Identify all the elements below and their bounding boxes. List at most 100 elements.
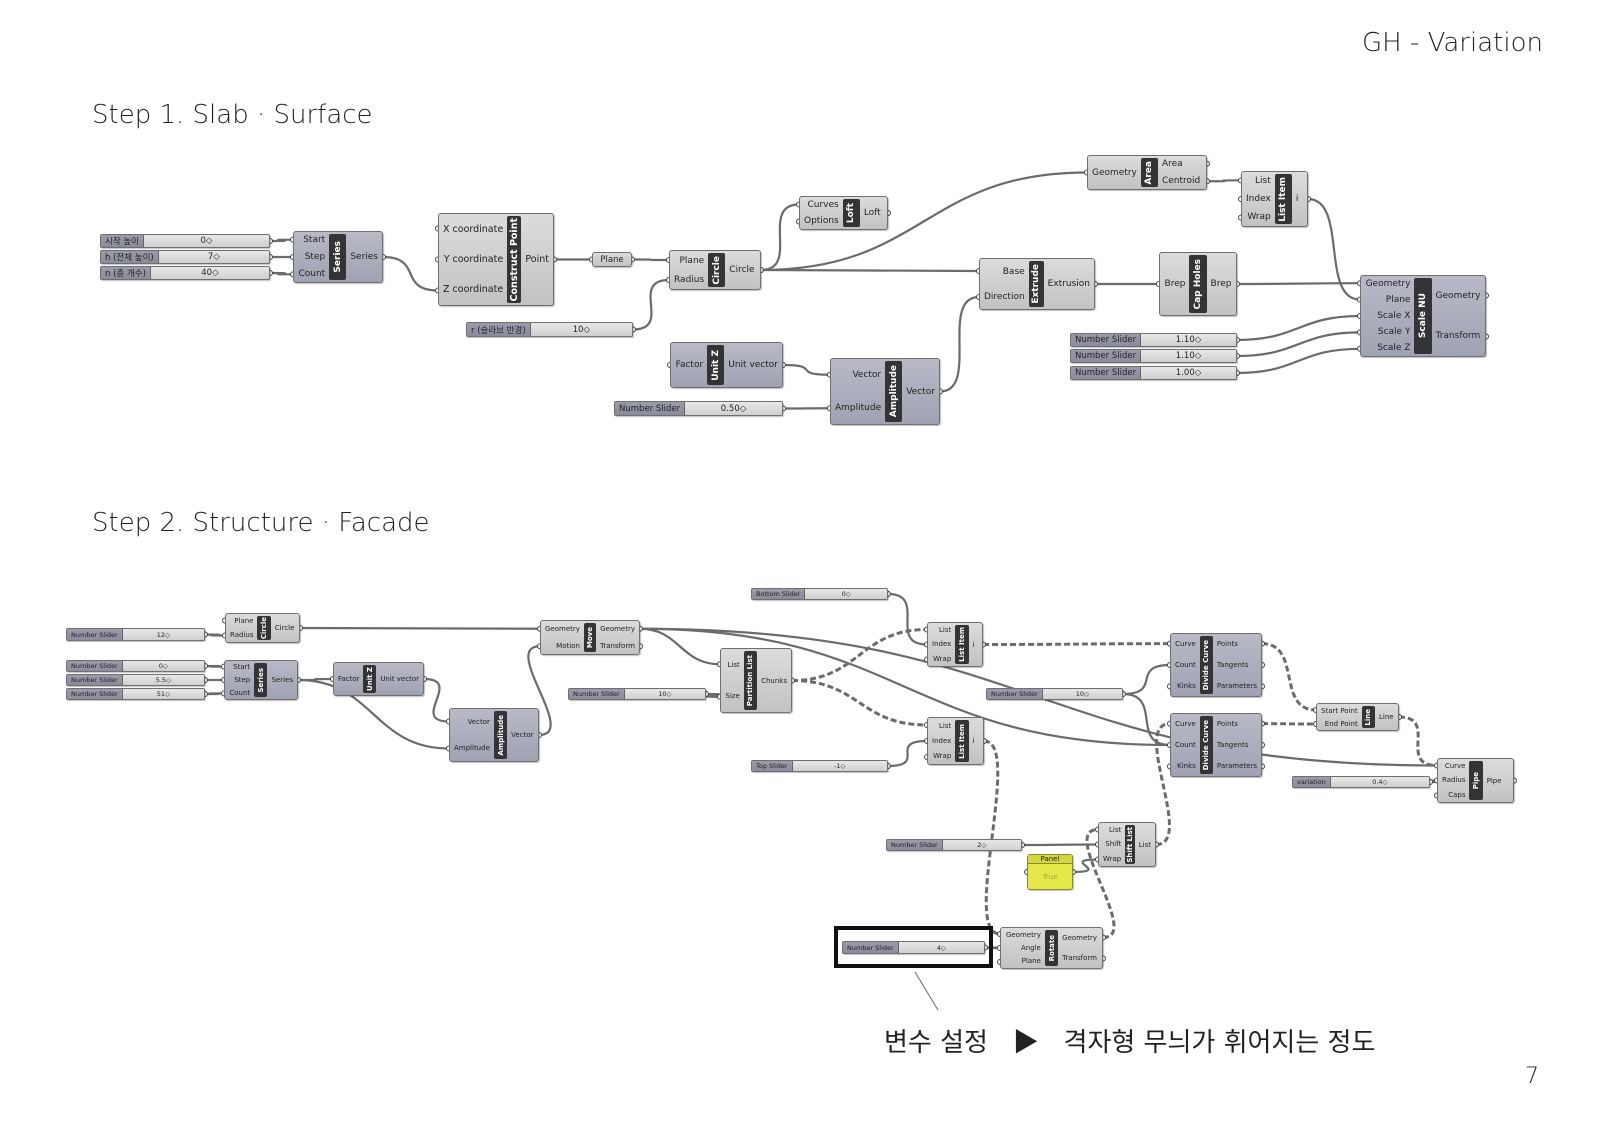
slider-grip-icon[interactable]: ◇ xyxy=(165,630,170,639)
number-slider[interactable]: Top Slider-1 ◇ xyxy=(751,760,888,772)
slider-grip-icon[interactable]: ◇ xyxy=(940,943,946,952)
slider-grip-icon[interactable]: ◇ xyxy=(205,236,213,246)
slider-track[interactable]: 5.5 ◇ xyxy=(122,675,204,685)
slider-grip-icon[interactable]: ◇ xyxy=(162,662,168,670)
slider-grip-icon[interactable]: ◇ xyxy=(845,590,851,598)
input-param-label: Wrap xyxy=(933,752,952,761)
slider-grip-icon[interactable]: ◇ xyxy=(583,324,590,335)
slider-track[interactable]: 2 ◇ xyxy=(942,840,1021,850)
slider-label: Number Slider xyxy=(887,840,943,850)
number-slider[interactable]: r (슬라브 반경)10 ◇ xyxy=(466,322,633,337)
highlight-box xyxy=(834,926,993,968)
slider-grip-icon[interactable]: ◇ xyxy=(666,690,672,698)
number-slider[interactable]: n (층 개수)40 ◇ xyxy=(100,266,270,280)
component-name-strip: Divide Curve xyxy=(1199,716,1213,774)
slider-track[interactable]: 0 ◇ xyxy=(122,661,204,671)
slider-track[interactable]: 1.10 ◇ xyxy=(1141,350,1236,362)
slider-track[interactable]: 51 ◇ xyxy=(122,689,204,699)
slider-grip-icon[interactable]: ◇ xyxy=(1194,335,1202,345)
slider-grip-icon[interactable]: ◇ xyxy=(166,676,172,684)
slider-grip-icon[interactable]: ◇ xyxy=(1084,690,1089,698)
slider-grip-icon[interactable]: ◇ xyxy=(165,690,170,698)
component-name: Line xyxy=(1364,708,1373,726)
slider-grip-icon[interactable]: ◇ xyxy=(840,762,846,770)
slider-track[interactable]: 4 ◇ xyxy=(898,942,984,953)
input-param-label: Amplitude xyxy=(454,744,490,752)
input-param-label: Count xyxy=(1175,660,1196,669)
wire xyxy=(1236,314,1361,342)
slider-value: 10 xyxy=(658,690,667,698)
slider-track[interactable]: 10 ◇ xyxy=(624,689,705,699)
slider-grip-icon[interactable]: ◇ xyxy=(981,841,987,849)
data-tree-wire xyxy=(1085,828,1116,939)
slider-track[interactable]: 40 ◇ xyxy=(150,267,269,279)
slider-track[interactable]: 10 ◇ xyxy=(530,323,632,336)
slider-grip-icon[interactable]: ◇ xyxy=(739,403,747,414)
number-slider[interactable]: h (전체 높이)7 ◇ xyxy=(100,250,270,264)
slider-track[interactable]: 7 ◇ xyxy=(158,251,269,263)
slider-track[interactable]: 0.4 ◇ xyxy=(1330,777,1429,787)
component-name: Series xyxy=(332,241,343,273)
input-params: Brep xyxy=(1160,253,1189,315)
slider-track[interactable]: 0 ◇ xyxy=(805,589,887,599)
slider-track[interactable]: 0.50 ◇ xyxy=(685,402,782,415)
slider-grip-icon[interactable]: ◇ xyxy=(213,252,220,262)
slider-grip-icon[interactable]: ◇ xyxy=(1382,778,1388,786)
input-param-label: Plane xyxy=(234,617,254,625)
slider-track[interactable]: 0 ◇ xyxy=(143,235,269,247)
slider-track[interactable]: 1.00 ◇ xyxy=(1141,367,1236,379)
slider-grip-icon[interactable]: ◇ xyxy=(212,268,219,278)
slider-track[interactable]: 10 ◇ xyxy=(1042,689,1122,699)
slider-grip-icon[interactable]: ◇ xyxy=(1194,368,1202,378)
param-plane[interactable]: Plane xyxy=(592,252,632,267)
slider-grip-icon[interactable]: ◇ xyxy=(1194,351,1202,361)
output-param-label: Vector xyxy=(511,731,534,739)
slider-track[interactable]: 1.10 ◇ xyxy=(1141,334,1236,346)
slider-track[interactable]: 12 ◇ xyxy=(122,629,204,640)
slider-track[interactable]: -1 ◇ xyxy=(792,761,887,771)
